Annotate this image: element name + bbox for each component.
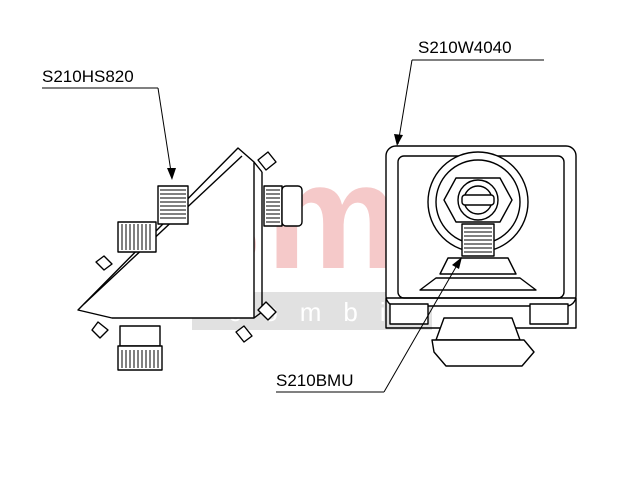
callout-cover: S210W4040	[394, 38, 544, 146]
callout-nut: S210BMU	[276, 257, 462, 393]
watermark-subtext: combi	[228, 297, 407, 327]
end-cap-drawing	[385, 145, 577, 367]
callout-bracket: S210HS820	[42, 67, 176, 180]
arrowhead-icon	[394, 134, 403, 146]
arrowhead-icon	[452, 257, 462, 269]
arrowhead-icon	[167, 168, 176, 180]
label-bracket: S210HS820	[42, 67, 134, 86]
bracket-edge	[83, 155, 243, 305]
angle-bracket-drawing	[77, 147, 303, 371]
label-cover: S210W4040	[418, 38, 512, 57]
bracket-body	[77, 147, 255, 319]
label-nut: S210BMU	[276, 371, 353, 390]
